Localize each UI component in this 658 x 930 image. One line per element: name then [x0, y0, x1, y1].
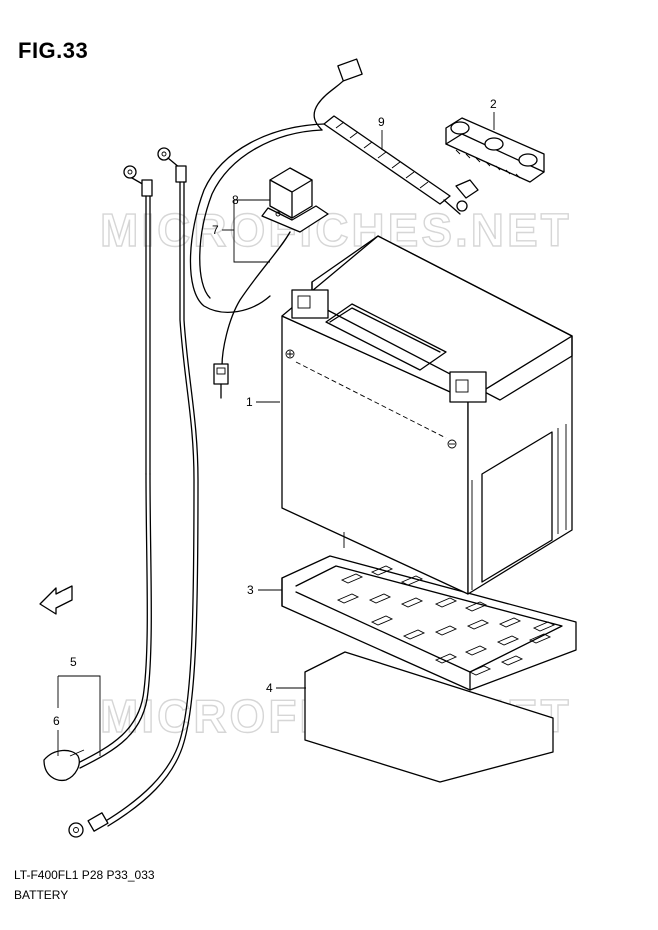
battery-tray: [281, 555, 577, 691]
callout-9: 9: [378, 115, 385, 129]
relay: [221, 167, 329, 367]
figure-name: BATTERY: [14, 888, 69, 902]
positive-cable: [68, 147, 199, 838]
callout-5: 5: [70, 655, 77, 669]
callout-8: 8: [232, 193, 239, 207]
figure-title: FIG.33: [18, 38, 89, 63]
negative-cable: [43, 165, 153, 782]
battery: [281, 235, 573, 595]
forward-direction-arrow: FWD: [39, 585, 73, 615]
terminal-cover-strip: [445, 117, 545, 183]
figure-code: LT-F400FL1 P28 P33_033: [14, 868, 155, 882]
callout-1: 1: [246, 395, 253, 409]
cable-with-sleeve: [189, 58, 479, 313]
callout-2: 2: [490, 97, 497, 111]
battery-pad-sheet: [304, 651, 554, 783]
relay-connector: [213, 363, 229, 399]
callout-leaders: [57, 112, 495, 756]
callout-7: 7: [212, 223, 219, 237]
callout-4: 4: [266, 681, 273, 695]
callout-6: 6: [53, 714, 60, 728]
watermark-top: MICROFICHES.NET: [100, 204, 572, 256]
tray-slots: [336, 565, 556, 676]
callout-3: 3: [247, 583, 254, 597]
